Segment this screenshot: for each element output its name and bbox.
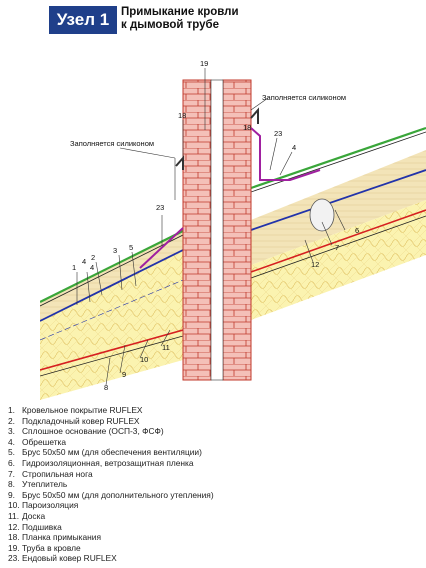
legend-label: Гидроизоляционная, ветрозащитная пленка bbox=[22, 457, 194, 468]
title-line-1: Примыкание кровли bbox=[121, 6, 239, 18]
marker-23-left: 23 bbox=[156, 203, 164, 212]
legend-label: Ендовый ковер RUFLEX bbox=[22, 553, 117, 564]
left-flashing bbox=[175, 155, 184, 170]
silicone-left-label: Заполняется силиконом bbox=[70, 139, 154, 148]
legend-label: Утеплитель bbox=[22, 479, 68, 490]
marker-4-right: 4 bbox=[292, 143, 296, 152]
marker-12: 12 bbox=[311, 260, 319, 269]
marker-6: 6 bbox=[355, 226, 359, 235]
legend-label: Труба в кровле bbox=[22, 542, 81, 553]
legend-label: Подшивка bbox=[22, 521, 62, 532]
marker-11: 11 bbox=[162, 343, 170, 352]
legend-label: Доска bbox=[22, 510, 46, 521]
page-title: Примыкание кровли к дымовой трубе bbox=[121, 6, 239, 32]
legend-item: 1. Кровельное покрытие RUFLEX bbox=[8, 405, 418, 416]
marker-18-right: 18 bbox=[243, 123, 251, 132]
legend-item: 3. Сплошное основание (ОСП-3, ФСФ) bbox=[8, 426, 418, 437]
marker-8: 8 bbox=[104, 383, 108, 392]
chimney bbox=[182, 79, 252, 381]
header: Узел 1 Примыкание кровли к дымовой трубе bbox=[0, 0, 426, 44]
legend-item: 2. Подкладочный ковер RUFLEX bbox=[8, 416, 418, 427]
legend-label: Обрешетка bbox=[22, 436, 67, 447]
legend-label: Планка примыкания bbox=[22, 532, 102, 543]
legend-number: 7. bbox=[8, 468, 15, 479]
number-markers: 19 18 23 4 1 4 2 3 5 11 10 9 8 7 6 12 18… bbox=[72, 59, 359, 392]
node-badge: Узел 1 bbox=[49, 6, 117, 34]
right-flashing bbox=[250, 107, 259, 124]
marker-4-left-b: 4 bbox=[82, 257, 86, 266]
legend-item: 10.Пароизоляция bbox=[8, 500, 418, 511]
legend-item: 4. Обрешетка bbox=[8, 437, 418, 448]
legend-item: 18.Планка примыкания bbox=[8, 532, 418, 543]
right-roof-section bbox=[251, 126, 426, 320]
marker-2: 2 bbox=[91, 253, 95, 262]
legend-label: Сплошное основание (ОСП-3, ФСФ) bbox=[22, 426, 164, 437]
legend-number: 4. bbox=[8, 436, 15, 447]
legend-number: 9. bbox=[8, 489, 15, 500]
legend-item: 19.Труба в кровле bbox=[8, 543, 418, 554]
marker-23-right: 23 bbox=[274, 129, 282, 138]
title-line-2: к дымовой трубе bbox=[121, 19, 220, 31]
legend-number: 8. bbox=[8, 479, 15, 490]
legend-label: Кровельное покрытие RUFLEX bbox=[22, 405, 143, 415]
legend-item: 7. Стропильная нога bbox=[8, 469, 418, 480]
callout-lines bbox=[76, 68, 346, 386]
marker-19: 19 bbox=[200, 59, 208, 68]
legend-number: 10. bbox=[8, 500, 20, 511]
legend-number: 18. bbox=[8, 532, 20, 543]
legend-label: Пароизоляция bbox=[22, 500, 79, 511]
silicone-right-label: Заполняется силиконом bbox=[262, 93, 346, 102]
legend-number: 5. bbox=[8, 447, 15, 458]
legend-number: 1. bbox=[8, 405, 15, 415]
legend-number: 3. bbox=[8, 426, 15, 437]
legend-item: 6. Гидроизоляционная, ветрозащитная пленк… bbox=[8, 458, 418, 469]
legend-item: 8. Утеплитель bbox=[8, 479, 418, 490]
legend-item: 12.Подшивка bbox=[8, 522, 418, 533]
marker-10: 10 bbox=[140, 355, 148, 364]
marker-5: 5 bbox=[129, 243, 133, 252]
marker-9: 9 bbox=[122, 370, 126, 379]
marker-3: 3 bbox=[113, 246, 117, 255]
legend-label: Подкладочный ковер RUFLEX bbox=[22, 415, 140, 426]
legend-item: 23.Ендовый ковер RUFLEX bbox=[8, 553, 418, 564]
legend-item: 9. Брус 50х50 мм (для дополнительного уте… bbox=[8, 490, 418, 501]
marker-4-left-a: 4 bbox=[90, 263, 94, 272]
legend: 1. Кровельное покрытие RUFLEX 2. Подкладочн… bbox=[8, 405, 418, 564]
roof-chimney-diagram: Заполняется силиконом Заполняется силико… bbox=[40, 59, 426, 400]
marker-1: 1 bbox=[72, 263, 76, 272]
legend-item: 5. Брус 50х50 мм (для обеспечения вентиля… bbox=[8, 447, 418, 458]
legend-number: 19. bbox=[8, 542, 20, 553]
marker-18-left: 18 bbox=[178, 111, 186, 120]
legend-number: 11. bbox=[8, 510, 20, 521]
marker-7: 7 bbox=[335, 243, 339, 252]
legend-number: 6. bbox=[8, 457, 15, 468]
legend-number: 23. bbox=[8, 553, 20, 564]
right-valley-carpet bbox=[250, 127, 321, 181]
legend-label: Брус 50х50 мм (для дополнительного утепл… bbox=[22, 489, 214, 500]
legend-number: 12. bbox=[8, 521, 20, 532]
left-valley-carpet bbox=[139, 227, 184, 269]
left-roof-section bbox=[40, 230, 183, 400]
legend-label: Брус 50х50 мм (для обеспечения вентиляци… bbox=[22, 447, 202, 458]
legend-label: Стропильная нога bbox=[22, 468, 93, 479]
legend-number: 2. bbox=[8, 415, 15, 426]
legend-item: 11.Доска bbox=[8, 511, 418, 522]
